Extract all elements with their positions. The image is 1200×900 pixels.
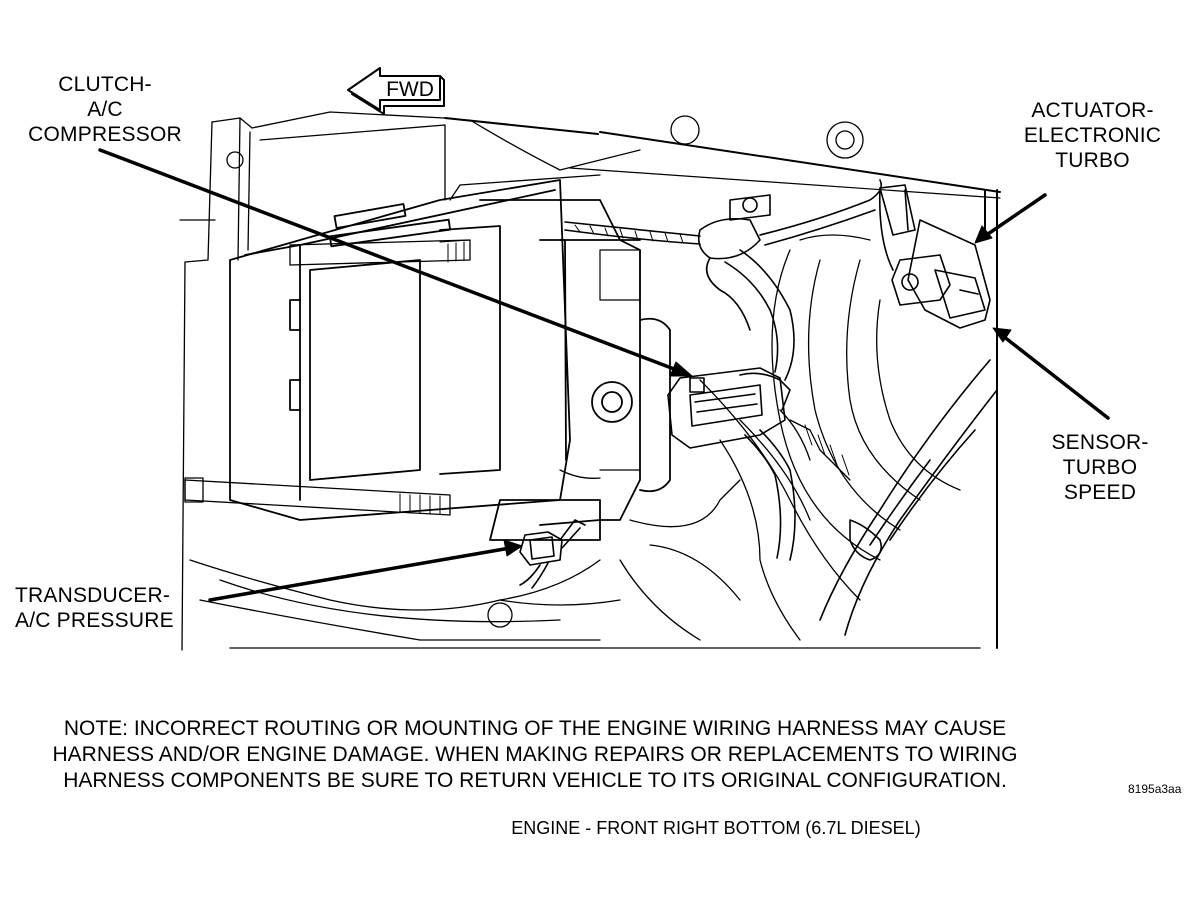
ac-compressor [184,179,671,541]
leader-arrows [98,148,1110,602]
label-actuator-electronic-turbo: ACTUATOR- ELECTRONIC TURBO [1023,99,1162,172]
transducer-connector [519,519,586,589]
label-sensor-turbo-speed: SENSOR- TURBO SPEED [1051,431,1149,504]
wiring-harness [564,179,883,561]
coolant-tubes [819,359,998,636]
fwd-label: FWD [386,78,434,101]
fwd-arrow-icon [347,67,445,115]
turbo-connectors [878,184,991,329]
label-clutch-ac-compressor: CLUTCH- A/C COMPRESSOR [28,73,182,146]
label-transducer-ac-pressure: TRANSDUCER- A/C PRESSURE [15,584,174,632]
figure-caption: ENGINE - FRONT RIGHT BOTTOM (6.7L DIESEL… [511,818,921,838]
lower-structure [487,469,741,628]
turbo-housing [469,119,961,641]
figure-ref-code: 8195a3aa [1128,782,1182,796]
frame-edge [444,117,1001,649]
note-text: NOTE: INCORRECT ROUTING OR MOUNTING OF T… [52,717,1018,792]
clutch-connector [667,367,791,449]
